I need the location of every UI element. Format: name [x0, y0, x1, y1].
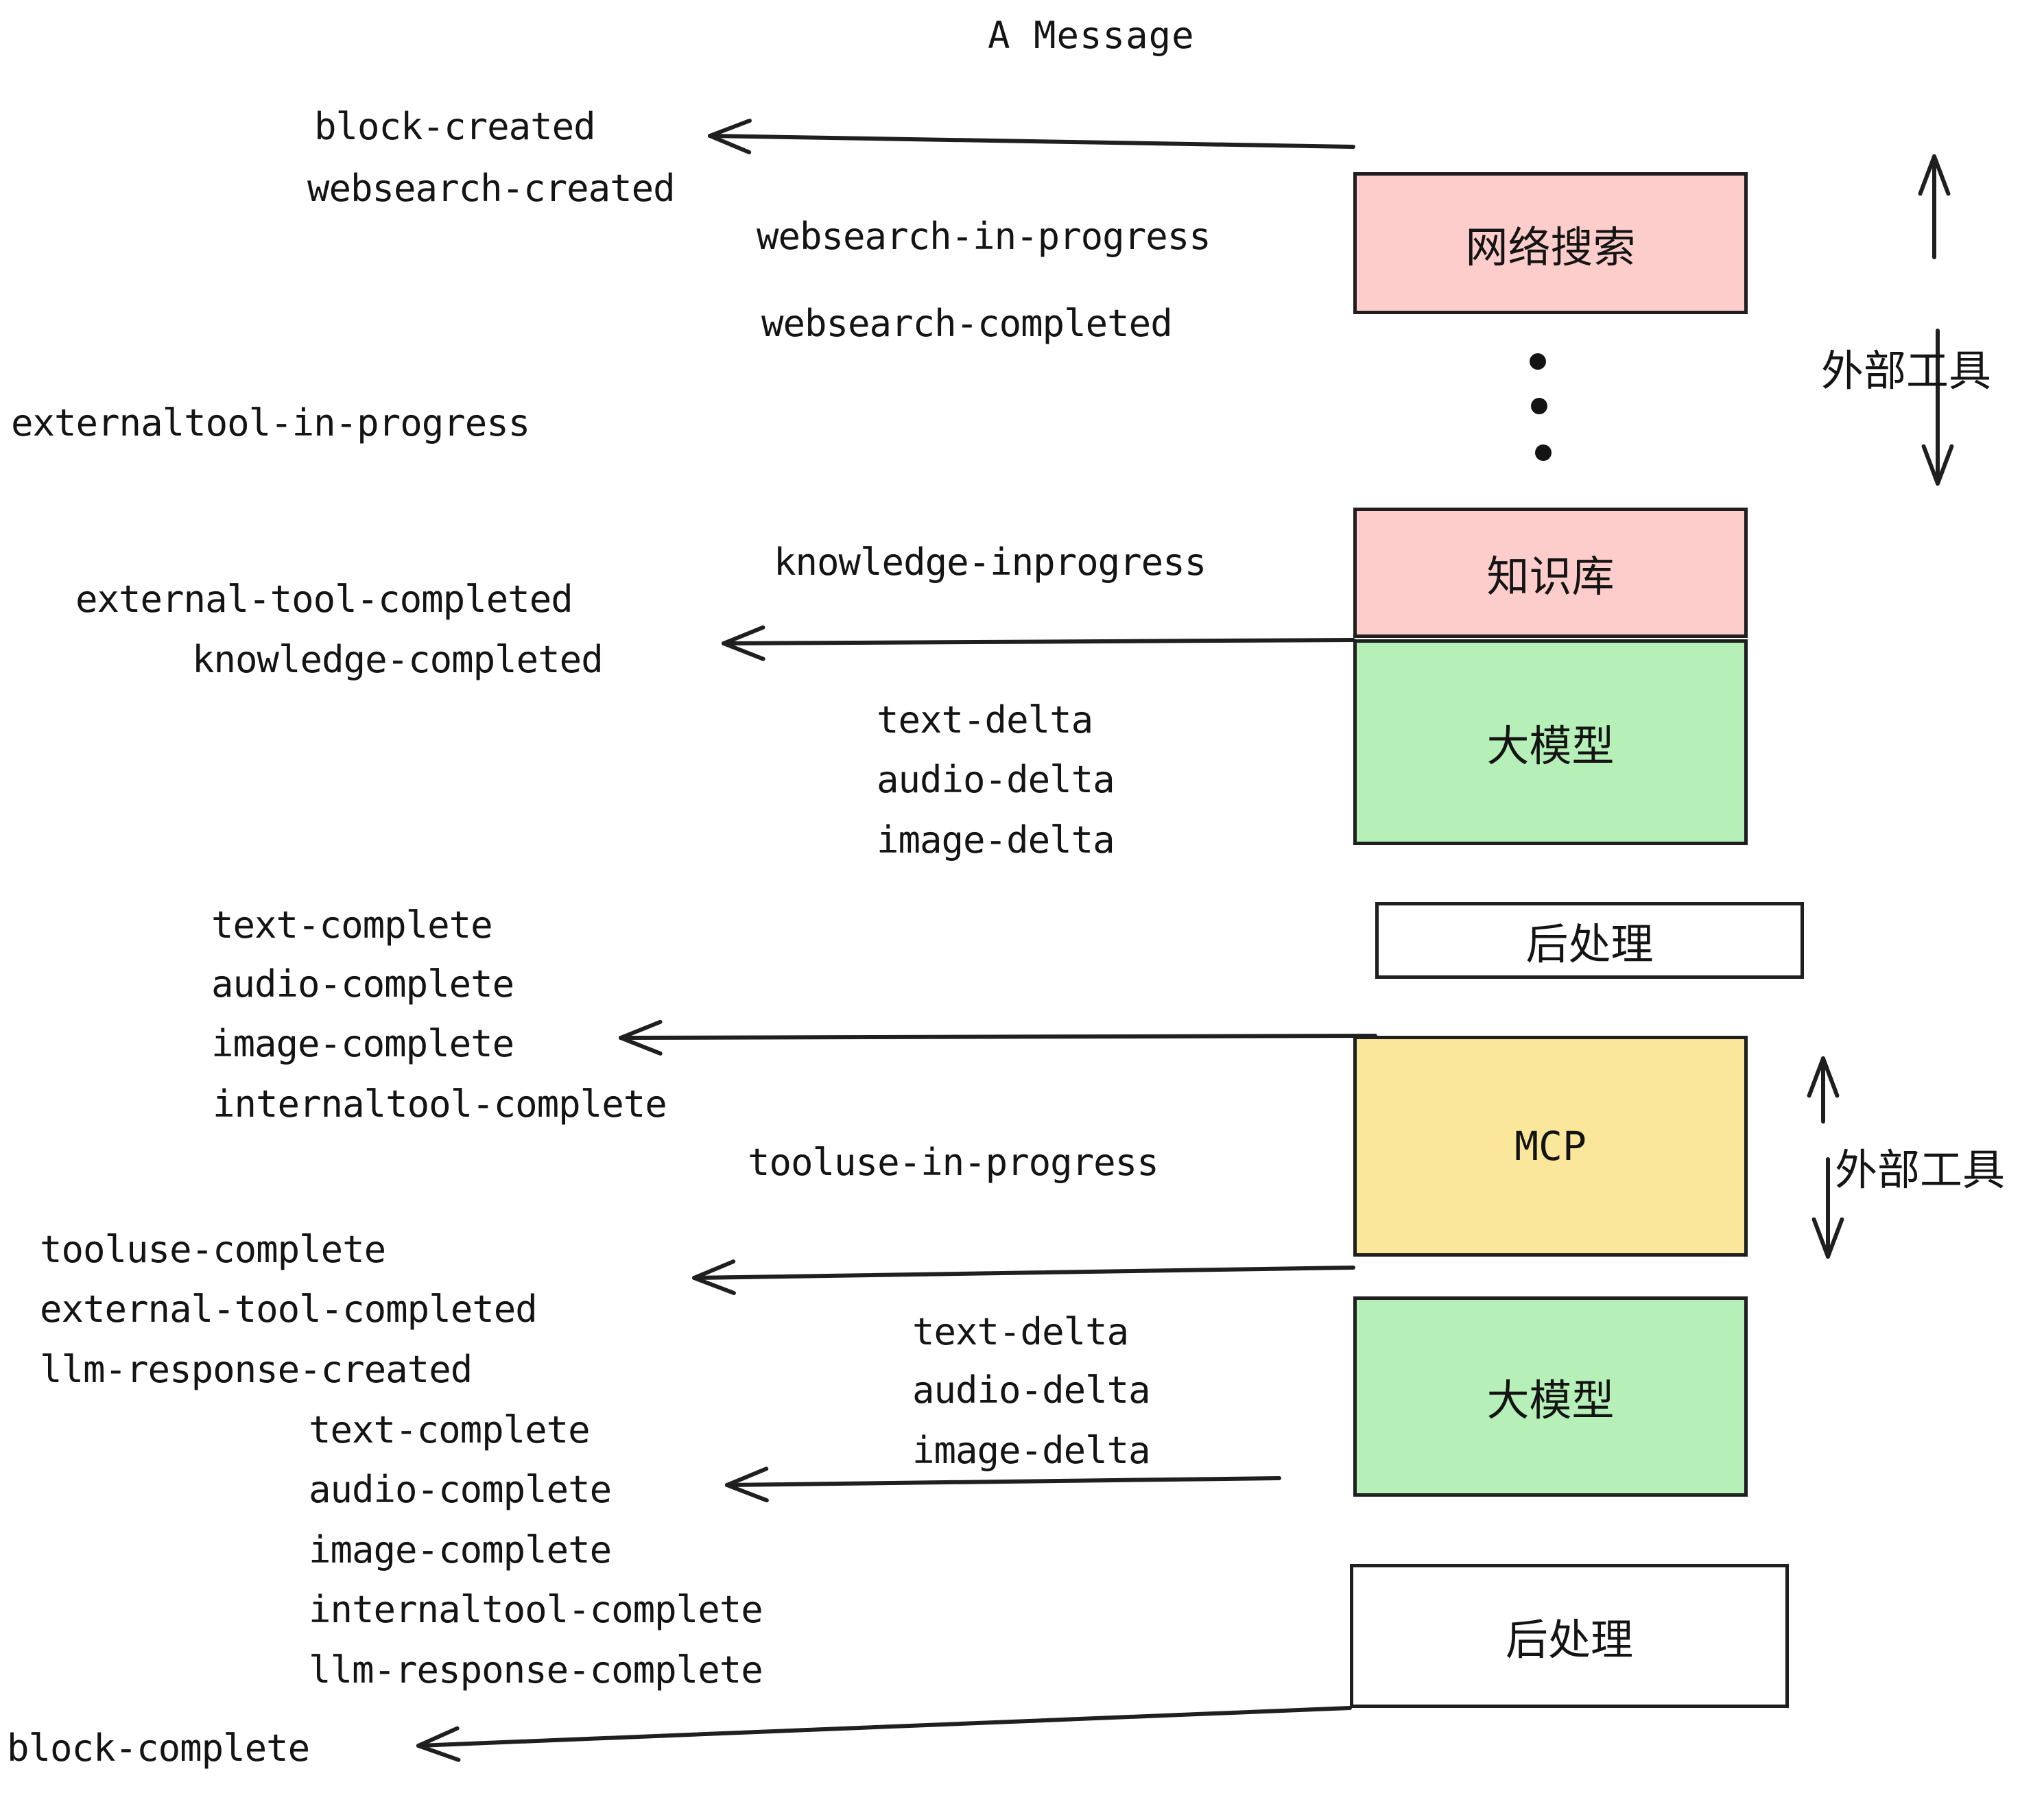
- ellipsis-dot-2: [1531, 398, 1547, 414]
- event-label-llm-response-complete: llm-response-complete: [309, 1648, 763, 1692]
- node-label: 大模型: [1486, 721, 1615, 771]
- node-label: 后处理: [1525, 919, 1654, 969]
- node-label: 大模型: [1486, 1375, 1615, 1425]
- event-label-knowledge-completed: knowledge-completed: [192, 638, 604, 681]
- arrowhead-arrow-postprocess2-to-left-barb-1: [416, 1726, 460, 1748]
- event-label-block-created: block-created: [314, 105, 596, 148]
- arrowhead-arrow-mcp-to-left-barb-1: [692, 1259, 736, 1280]
- event-label-websearch-created: websearch-created: [307, 167, 676, 210]
- group-label-external-tools-bottom: 外部工具: [1835, 1145, 2006, 1195]
- node-label: MCP: [1514, 1123, 1587, 1170]
- connector-arrow-postprocess1-to-left: [619, 1034, 1377, 1040]
- node-label: 网络搜索: [1465, 222, 1636, 272]
- arrowhead-external-tools-bot-down-barb-2: [1826, 1217, 1844, 1259]
- ellipsis-dot-1: [1530, 353, 1546, 370]
- arrowhead-arrow-mcp-to-left-barb-2: [692, 1276, 736, 1296]
- arrowhead-arrow-knowledge-to-left-barb-2: [722, 641, 765, 661]
- event-label-image-complete-2: image-complete: [309, 1528, 612, 1571]
- event-label-llm-response-created: llm-response-created: [40, 1348, 473, 1391]
- arrowhead-arrow-websearch-to-left-barb-1: [708, 118, 752, 138]
- connector-arrow-postprocess2-to-left: [416, 1706, 1352, 1748]
- node-mcp: MCP: [1353, 1036, 1748, 1257]
- group-label-external-tools-top: 外部工具: [1821, 346, 1992, 396]
- node-websearch: 网络搜索: [1353, 172, 1748, 314]
- arrowhead-external-tools-bot-up-barb-2: [1807, 1056, 1825, 1098]
- arrowhead-external-tools-top-down-barb-1: [1921, 444, 1940, 486]
- event-label-audio-complete-1: audio-complete: [211, 962, 514, 1006]
- connector-arrow-websearch-to-left: [708, 134, 1355, 149]
- arrowhead-arrow-postprocess2-to-left-barb-2: [416, 1744, 461, 1762]
- event-label-tooluse-in-progress: tooluse-in-progress: [748, 1141, 1159, 1184]
- event-label-audio-delta-1: audio-delta: [877, 758, 1115, 801]
- arrowhead-external-tools-top-up-barb-1: [1932, 154, 1951, 196]
- event-label-text-complete-1: text-complete: [211, 903, 493, 947]
- arrowhead-arrow-llm2-to-left-barb-2: [725, 1483, 769, 1503]
- arrowhead-arrow-postprocess1-to-left-barb-1: [619, 1019, 663, 1040]
- event-label-audio-delta-2: audio-delta: [912, 1368, 1151, 1412]
- arrowhead-arrow-websearch-to-left-barb-2: [708, 134, 752, 154]
- arrowhead-arrow-knowledge-to-left-barb-1: [722, 625, 765, 645]
- node-postprocess-2: 后处理: [1350, 1564, 1789, 1708]
- event-label-image-delta-2: image-delta: [912, 1429, 1151, 1472]
- event-label-external-tool-completed-1: external-tool-completed: [75, 578, 573, 621]
- event-label-text-complete-2: text-complete: [309, 1408, 591, 1451]
- event-label-audio-complete-2: audio-complete: [309, 1468, 612, 1511]
- event-label-image-complete-1: image-complete: [211, 1022, 514, 1065]
- event-label-image-delta-1: image-delta: [877, 818, 1115, 862]
- arrowhead-arrow-postprocess1-to-left-barb-2: [619, 1036, 663, 1056]
- event-label-text-delta-1: text-delta: [877, 698, 1093, 741]
- node-label: 知识库: [1486, 551, 1615, 602]
- ellipsis-dot-3: [1535, 444, 1552, 461]
- connector-arrow-llm2-to-left: [725, 1476, 1281, 1487]
- event-label-external-tool-completed-2: external-tool-completed: [40, 1287, 538, 1331]
- event-label-text-delta-2: text-delta: [912, 1310, 1129, 1353]
- event-label-websearch-completed: websearch-completed: [761, 302, 1173, 345]
- connector-arrow-knowledge-to-left: [722, 638, 1355, 645]
- arrowhead-external-tools-bot-down-barb-1: [1811, 1217, 1830, 1259]
- node-knowledge: 知识库: [1353, 508, 1748, 638]
- event-label-internaltool-complete-2: internaltool-complete: [309, 1588, 763, 1631]
- arrowhead-external-tools-top-up-barb-2: [1918, 154, 1936, 196]
- diagram-title: A Message: [988, 14, 1195, 57]
- event-label-websearch-in-progress: websearch-in-progress: [757, 215, 1211, 258]
- event-label-externaltool-in-progress: externaltool-in-progress: [11, 401, 530, 444]
- node-llm-2: 大模型: [1353, 1296, 1748, 1497]
- node-label: 后处理: [1505, 1615, 1633, 1665]
- node-postprocess-1: 后处理: [1375, 902, 1804, 979]
- event-label-block-complete: block-complete: [7, 1726, 310, 1770]
- event-label-tooluse-complete: tooluse-complete: [40, 1228, 386, 1271]
- arrowhead-arrow-llm2-to-left-barb-1: [725, 1467, 769, 1487]
- arrowhead-external-tools-top-down-barb-2: [1936, 444, 1954, 486]
- arrowhead-external-tools-bot-up-barb-1: [1821, 1056, 1840, 1098]
- event-label-knowledge-inprogress: knowledge-inprogress: [774, 541, 1207, 584]
- event-label-internaltool-complete-1: internaltool-complete: [213, 1082, 667, 1126]
- node-llm-1: 大模型: [1353, 639, 1748, 845]
- connector-arrow-mcp-to-left: [692, 1266, 1355, 1280]
